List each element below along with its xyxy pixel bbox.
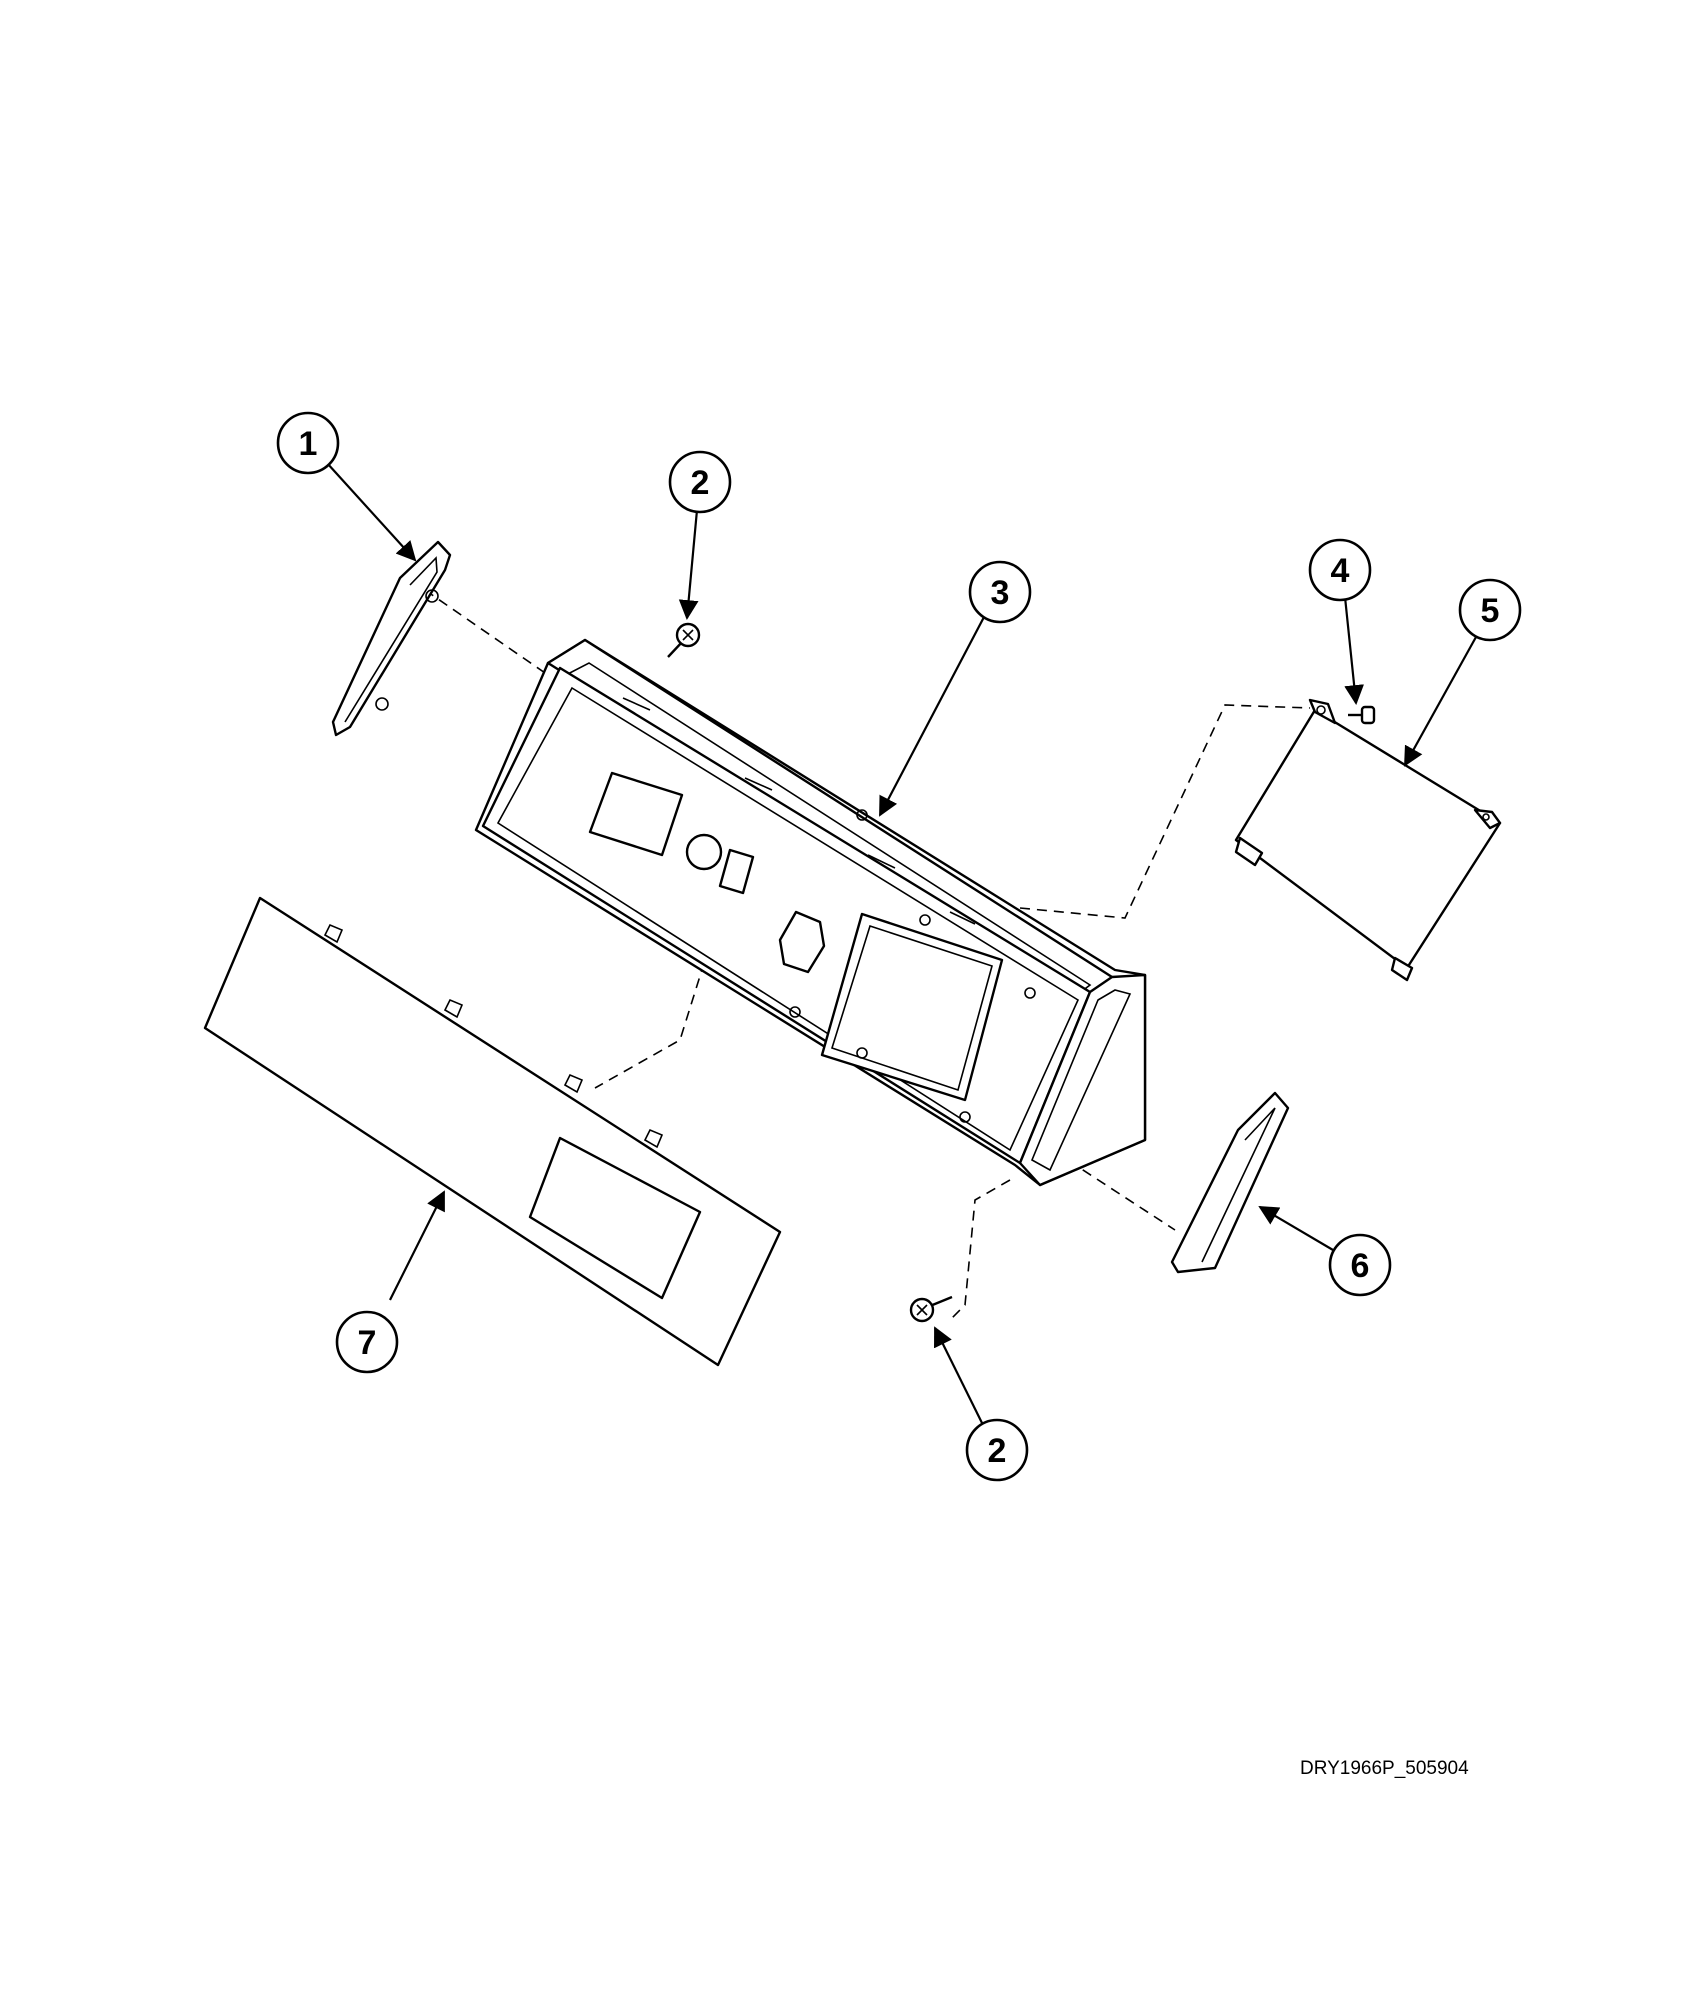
callout-7: 7 (335, 1310, 399, 1374)
callout-6: 6 (1328, 1233, 1392, 1297)
callout-2-bottom-label: 2 (988, 1432, 1007, 1470)
callout-1: 1 (276, 411, 340, 475)
diagram-reference-code: DRY1966P_505904 (1300, 1758, 1469, 1779)
callout-2-top-label: 2 (691, 464, 710, 502)
part-6-right-end-cap (1170, 1091, 1290, 1274)
callout-5-label: 5 (1481, 592, 1500, 630)
callout-2-top: 2 (668, 450, 732, 514)
part-5-bracket-panel (1234, 698, 1502, 982)
callout-7-label: 7 (358, 1324, 377, 1362)
part-7-overlay-panel (203, 896, 782, 1367)
callout-4: 4 (1308, 538, 1372, 602)
part-3-control-console (474, 638, 1147, 1187)
part-1-left-end-cap (331, 540, 452, 737)
callout-4-label: 4 (1331, 552, 1350, 590)
callout-3: 3 (968, 560, 1032, 624)
callout-2-bottom: 2 (965, 1418, 1029, 1482)
callout-5: 5 (1458, 578, 1522, 642)
callout-6-label: 6 (1351, 1247, 1370, 1285)
part-2-top-screw (667, 622, 701, 658)
part-2-bottom-screw (909, 1295, 953, 1323)
callout-leaders (326, 462, 1477, 1426)
part-4-small-screw (1348, 705, 1376, 725)
callout-3-label: 3 (991, 574, 1010, 612)
callout-1-label: 1 (299, 425, 318, 463)
